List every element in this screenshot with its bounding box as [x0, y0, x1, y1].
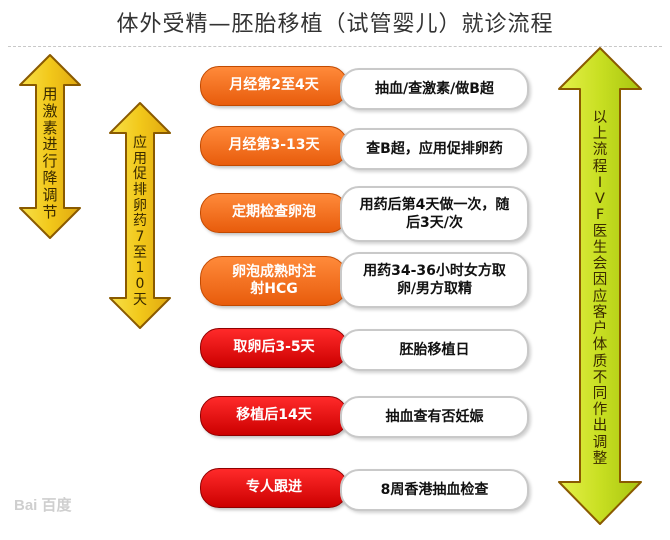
step-7-pill: 专人跟进 — [200, 468, 348, 508]
step-4-pill: 卵泡成熟时注射HCG — [200, 256, 348, 306]
vertical-char: F — [595, 207, 605, 224]
vertical-char: 调 — [42, 185, 58, 204]
vertical-char: 应 — [592, 288, 608, 305]
vertical-char: 用 — [133, 150, 147, 167]
vertical-char: 调 — [592, 434, 608, 451]
left-arrow-1-text: 用激素进行降调节 — [38, 86, 62, 220]
vertical-char: 降 — [42, 168, 58, 187]
step-3-pill: 定期检查卵泡 — [200, 193, 348, 233]
step-1-pill: 月经第2至4天 — [200, 66, 348, 106]
left-arrow-2-shape — [109, 102, 171, 329]
vertical-char: 客 — [592, 304, 608, 321]
vertical-char: 1 — [135, 260, 145, 277]
vertical-char: 0 — [135, 276, 145, 293]
step-3-detail: 用药后第4天做一次，随后3天/次 — [340, 186, 529, 242]
vertical-char: 出 — [592, 418, 608, 435]
vertical-char: 7 — [135, 229, 145, 246]
vertical-char: 进 — [42, 135, 58, 154]
vertical-char: 户 — [592, 321, 608, 338]
title-divider — [8, 46, 662, 47]
step-1-detail: 抽血/查激素/做B超 — [340, 68, 529, 110]
vertical-char: 药 — [133, 213, 147, 230]
vertical-char: 排 — [133, 182, 147, 199]
step-2-detail: 查B超，应用促排卵药 — [340, 128, 529, 170]
vertical-char: 同 — [592, 385, 608, 402]
vertical-char: 用 — [42, 85, 58, 103]
vertical-char: 应 — [133, 135, 147, 151]
vertical-char: I — [597, 174, 603, 191]
vertical-char: 程 — [592, 158, 608, 175]
left-arrow-1-shape — [19, 54, 81, 239]
step-4-detail: 用药34-36小时女方取卵/男方取精 — [340, 252, 529, 308]
baidu-watermark: Bai 百度 — [14, 497, 72, 514]
vertical-char: 素 — [42, 118, 58, 137]
vertical-char: 至 — [133, 244, 147, 261]
vertical-char: 上 — [592, 126, 608, 143]
step-6-pill: 移植后14天 — [200, 396, 348, 436]
vertical-char: 质 — [592, 353, 608, 370]
vertical-char: 体 — [592, 337, 608, 354]
vertical-char: 因 — [592, 272, 608, 289]
vertical-char: 天 — [133, 291, 147, 308]
vertical-char: 医 — [592, 223, 608, 240]
step-5-pill: 取卵后3-5天 — [200, 328, 348, 368]
vertical-char: 促 — [133, 166, 147, 183]
step-5-detail: 胚胎移植日 — [340, 329, 529, 371]
vertical-char: 以 — [592, 110, 608, 126]
vertical-char: 流 — [592, 142, 608, 159]
vertical-char: 激 — [42, 101, 58, 120]
vertical-char: 整 — [592, 450, 608, 467]
vertical-char: 不 — [592, 369, 608, 386]
vertical-char: 卵 — [133, 197, 147, 214]
vertical-char: 作 — [592, 402, 608, 419]
step-2-pill: 月经第3-13天 — [200, 126, 348, 166]
right-arrow-shape — [558, 47, 642, 525]
step-6-detail: 抽血查有否妊娠 — [340, 396, 529, 438]
vertical-char: 节 — [42, 202, 58, 221]
page-title: 体外受精—胚胎移植（试管婴儿）就诊流程 — [116, 12, 554, 37]
vertical-char: 行 — [42, 152, 58, 171]
vertical-char: V — [595, 191, 605, 208]
vertical-char: 生 — [592, 239, 608, 256]
vertical-char: 会 — [592, 256, 608, 273]
step-7-detail: 8周香港抽血检查 — [340, 469, 529, 511]
